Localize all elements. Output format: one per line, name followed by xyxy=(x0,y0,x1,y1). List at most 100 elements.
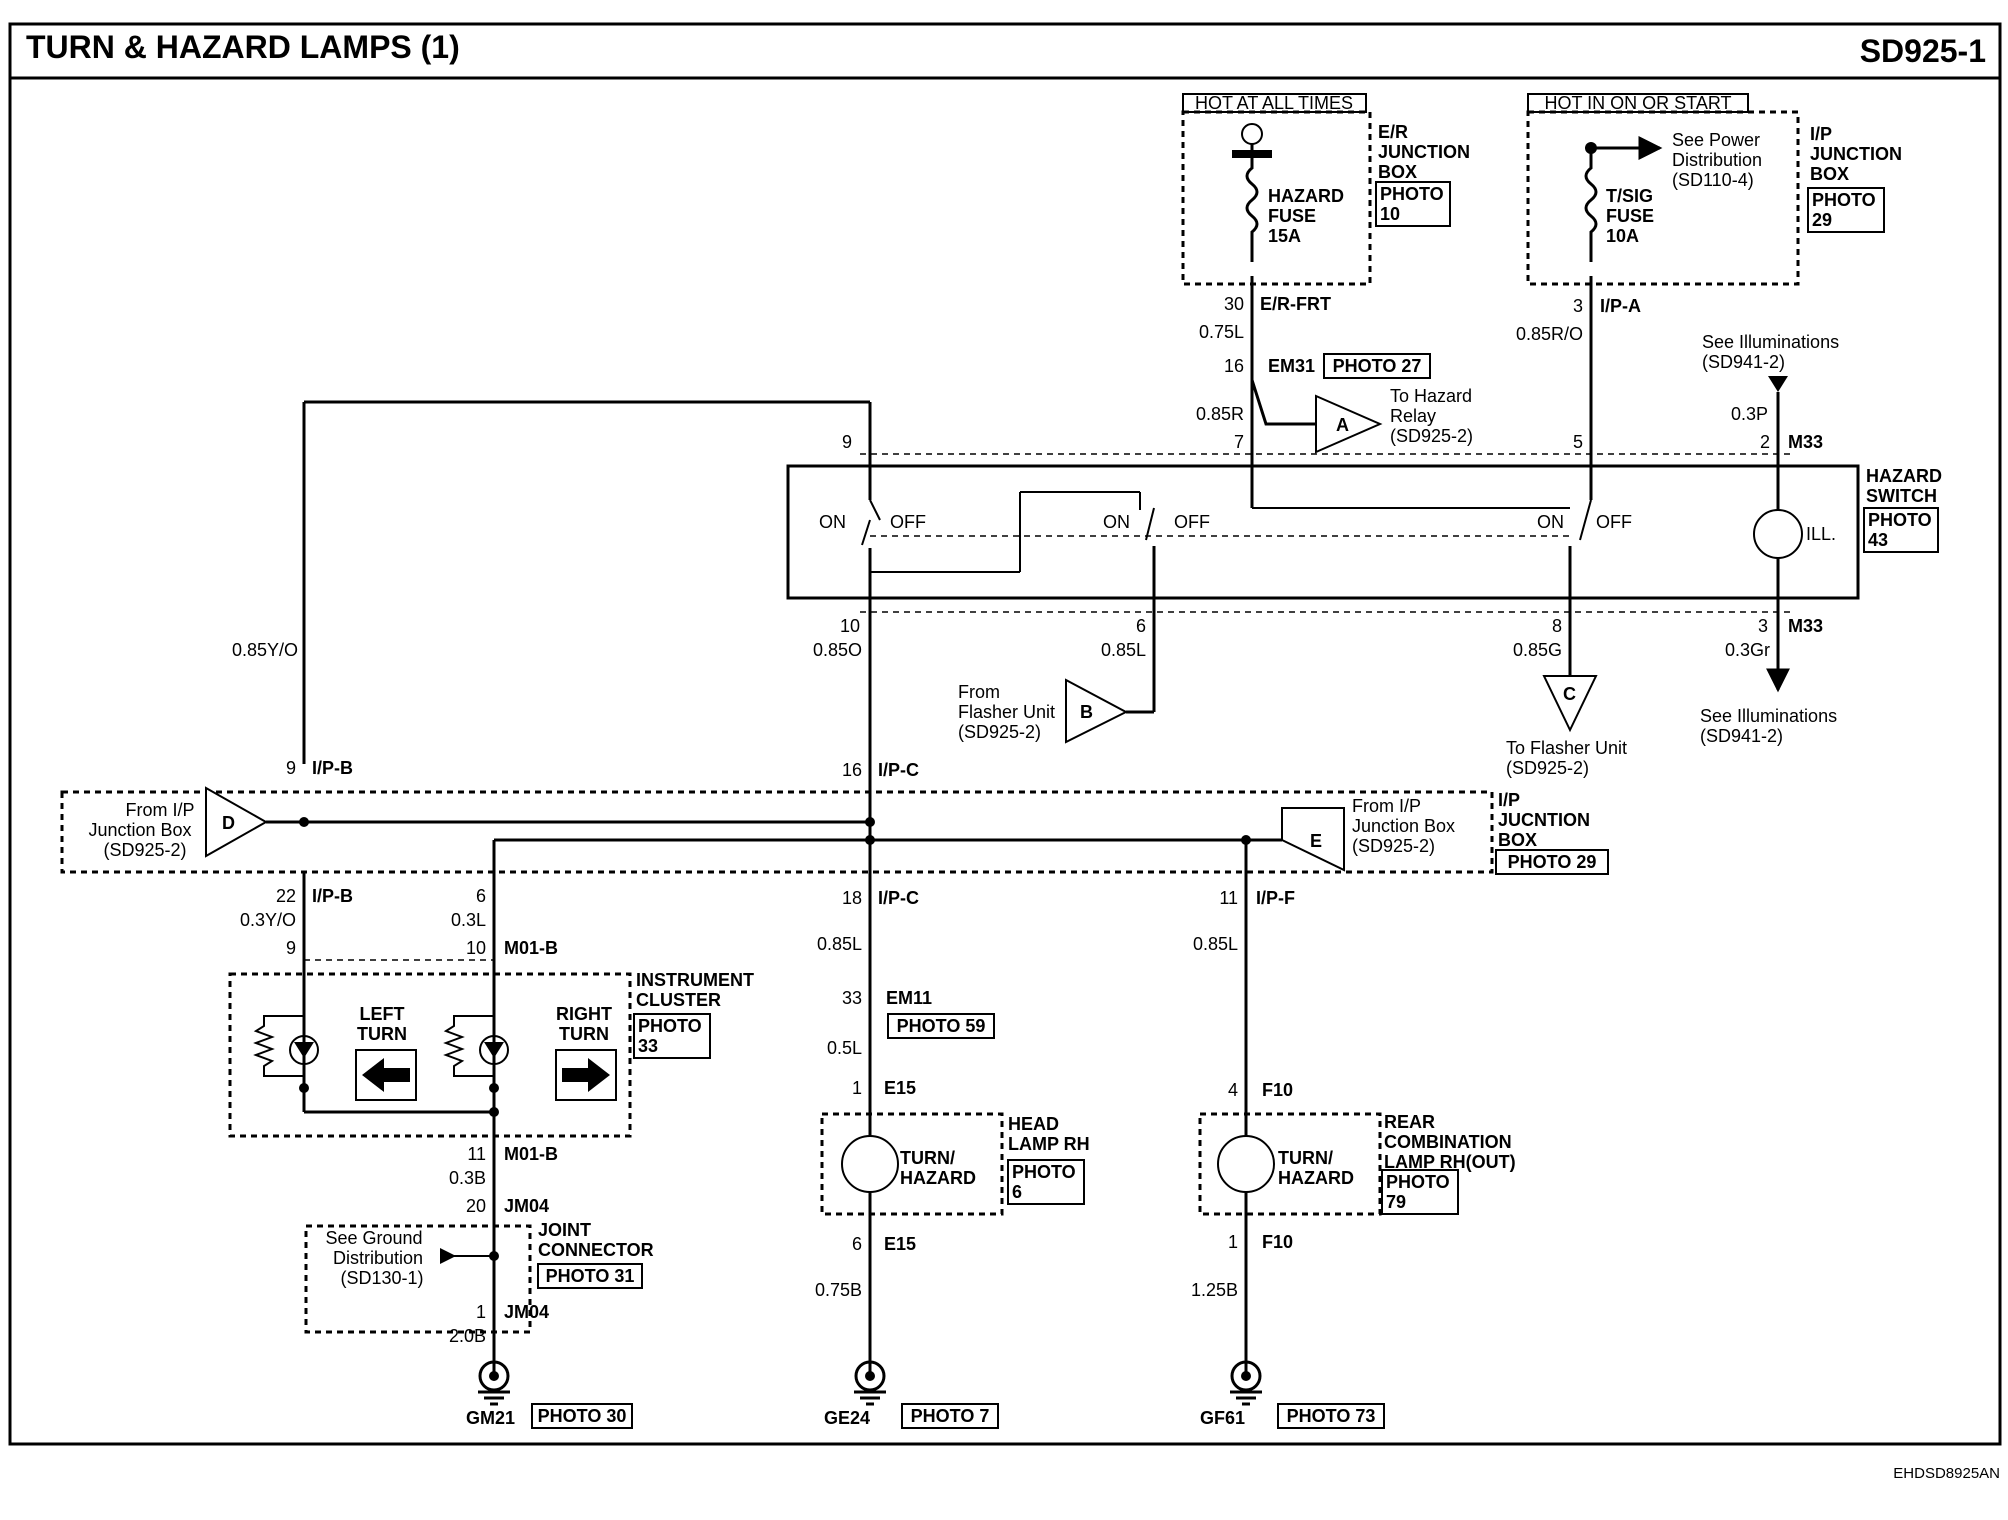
svg-text:PHOTO 29: PHOTO 29 xyxy=(1508,852,1597,872)
svg-text:PHOTO 27: PHOTO 27 xyxy=(1333,356,1422,376)
svg-text:EM31: EM31 xyxy=(1268,356,1315,376)
svg-text:B: B xyxy=(1080,702,1093,722)
svg-text:0.3L: 0.3L xyxy=(451,910,486,930)
svg-text:6: 6 xyxy=(1136,616,1146,636)
svg-text:D: D xyxy=(222,813,235,833)
left-turn-led-icon xyxy=(289,1035,319,1065)
ground-ge24-icon xyxy=(854,1360,886,1392)
diagram-frame xyxy=(8,22,2002,1446)
svg-text:OFF: OFF xyxy=(890,512,926,532)
svg-text:EM11: EM11 xyxy=(886,988,932,1008)
svg-text:ON: ON xyxy=(1537,512,1564,532)
svg-text:I/P-F: I/P-F xyxy=(1256,888,1295,908)
left-arrow-icon xyxy=(362,1058,410,1092)
svg-text:7: 7 xyxy=(1234,432,1244,452)
svg-text:16: 16 xyxy=(842,760,862,780)
svg-text:OFF: OFF xyxy=(1596,512,1632,532)
svg-text:I/P-B: I/P-B xyxy=(312,758,353,778)
svg-text:ON: ON xyxy=(1103,512,1130,532)
svg-text:6: 6 xyxy=(852,1234,862,1254)
svg-text:M33: M33 xyxy=(1788,616,1823,636)
hazard-fuse-icon xyxy=(1245,158,1259,262)
svg-text:0.3Y/O: 0.3Y/O xyxy=(240,910,296,930)
connector-d-icon xyxy=(205,786,269,858)
svg-text:20: 20 xyxy=(466,1196,486,1216)
svg-text:9: 9 xyxy=(286,758,296,778)
svg-text:0.3Gr: 0.3Gr xyxy=(1725,640,1770,660)
svg-text:GE24: GE24 xyxy=(824,1408,870,1428)
svg-text:1: 1 xyxy=(1228,1232,1238,1252)
svg-text:E/R-FRT: E/R-FRT xyxy=(1260,294,1331,314)
svg-text:I/P-A: I/P-A xyxy=(1600,296,1641,316)
svg-text:10: 10 xyxy=(466,938,486,958)
tsig-fuse-icon xyxy=(1584,148,1598,262)
svg-text:0.85Y/O: 0.85Y/O xyxy=(232,640,298,660)
connector-c-icon xyxy=(1542,675,1598,733)
svg-text:0.75B: 0.75B xyxy=(815,1280,862,1300)
svg-text:6: 6 xyxy=(476,886,486,906)
footer-ref: EHDSD8925AN xyxy=(1893,1465,2000,1482)
connector-a-icon xyxy=(1315,394,1383,454)
svg-text:3: 3 xyxy=(1573,296,1583,316)
svg-text:16: 16 xyxy=(1224,356,1244,376)
illumination-bulb-icon xyxy=(1753,509,1803,559)
svg-text:C: C xyxy=(1563,684,1576,704)
upper-wiring: 30 E/R-FRT 0.75L 16 EM31 PHOTO 27 0.85R … xyxy=(232,276,1839,764)
svg-text:0.85G: 0.85G xyxy=(1513,640,1562,660)
svg-text:10: 10 xyxy=(840,616,860,636)
page-title: TURN & HAZARD LAMPS (1) xyxy=(26,29,460,65)
svg-text:0.85R: 0.85R xyxy=(1196,404,1244,424)
svg-text:1: 1 xyxy=(476,1302,486,1322)
svg-text:9: 9 xyxy=(842,432,852,452)
head-lamp-rh: 33 EM11 PHOTO 59 0.5L 1 E15 TURN/HAZARD … xyxy=(815,988,1090,1429)
svg-text:0.85O: 0.85O xyxy=(813,640,862,660)
svg-text:0.75L: 0.75L xyxy=(1199,322,1244,342)
svg-text:E15: E15 xyxy=(884,1234,916,1254)
svg-text:33: 33 xyxy=(842,988,862,1008)
svg-text:30: 30 xyxy=(1224,294,1244,314)
svg-text:18: 18 xyxy=(842,888,862,908)
svg-text:2: 2 xyxy=(1760,432,1770,452)
svg-text:OFF: OFF xyxy=(1174,512,1210,532)
svg-text:M01-B: M01-B xyxy=(504,1144,558,1164)
svg-text:JM04: JM04 xyxy=(504,1302,549,1322)
svg-text:See Illuminations(SD941-2): See Illuminations(SD941-2) xyxy=(1702,332,1839,372)
svg-text:4: 4 xyxy=(1228,1080,1238,1100)
svg-text:To Flasher Unit(SD925-2): To Flasher Unit(SD925-2) xyxy=(1506,738,1627,778)
svg-text:JM04: JM04 xyxy=(504,1196,549,1216)
svg-text:11: 11 xyxy=(1219,888,1238,908)
svg-text:A: A xyxy=(1336,415,1349,435)
svg-text:1: 1 xyxy=(852,1078,862,1098)
rear-lamp-bulb-icon xyxy=(1217,1135,1275,1193)
svg-text:PHOTO 59: PHOTO 59 xyxy=(897,1016,986,1036)
svg-text:PHOTO 73: PHOTO 73 xyxy=(1287,1406,1376,1426)
svg-text:0.85L: 0.85L xyxy=(1193,934,1238,954)
ground-gm21-icon xyxy=(478,1360,510,1392)
svg-text:PHOTO 7: PHOTO 7 xyxy=(911,1406,990,1426)
right-arrow-icon xyxy=(562,1058,610,1092)
ground-gf61-icon xyxy=(1230,1360,1262,1392)
right-turn-led-icon xyxy=(479,1035,509,1065)
svg-text:GF61: GF61 xyxy=(1200,1408,1245,1428)
